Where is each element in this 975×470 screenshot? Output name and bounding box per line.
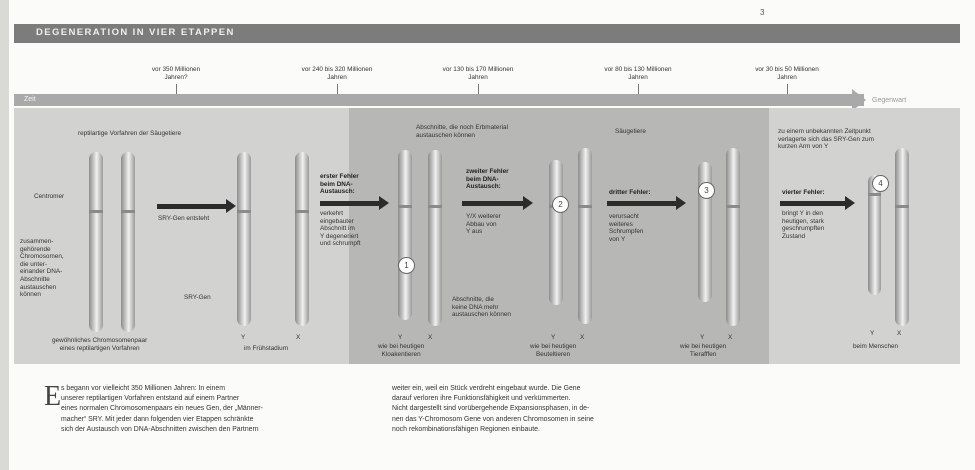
label-y: Y [241,334,245,342]
timeline-end-label: Gegenwart [872,97,906,104]
centromere-mark [578,205,592,208]
error-4-title: vierter Fehler: [782,189,825,197]
chromosome-stage1-x [428,150,442,326]
chromosome-pair-label: zusammen- gehörende Chromosomen, die unt… [20,238,64,299]
centromere-mark [726,205,740,208]
timeline-start-label: Zeit [24,96,36,103]
label-x: X [580,334,584,342]
mammals-label: Säugetiere [615,128,646,136]
timeline-bar [14,94,864,106]
era-tick [787,84,788,94]
error-2-caption: wie bei heutigen Beuteltieren [530,343,576,358]
centromere-mark [428,205,442,208]
label-x: X [728,334,732,342]
error-3-title: dritter Fehler: [609,189,651,197]
scan-edge [0,0,9,470]
label-y: Y [398,334,402,342]
drop-cap: E [44,383,61,411]
centromere-mark [121,210,135,213]
chromosome-stage2-x [578,148,592,324]
error-4-description: bringt Y in den heutigen, stark geschrum… [782,210,824,240]
error-3-marker: 3 [698,182,715,199]
stage-arrow-0 [157,204,227,209]
reptile-heading: reptilartige Vorfahren der Säugetiere [78,130,181,138]
centromere-mark [868,193,881,196]
error-4-marker: 4 [872,175,889,192]
error-1-marker: 1 [398,257,415,274]
label-x: X [296,334,300,342]
centromere-mark [398,205,412,208]
page-number: 3 [760,8,764,17]
chromosome-early-y [237,152,251,326]
centromere-mark [89,210,103,213]
label-y: Y [700,334,704,342]
label-x: X [428,334,432,342]
chromosome-stage1-y [398,150,412,320]
chromosome-human-x [895,148,909,326]
sry-relocated-label: zu einem unbekannten Zeitpunkt verlagert… [778,128,874,151]
early-stage-caption: im Frühstadium [244,345,288,353]
error-1-description: verkehrt eingebauter Abschnitt im Y dege… [320,210,361,248]
chromosome-ancestor-2 [121,152,135,332]
exchange-possible-label: Abschnitte, die noch Erbmaterial austaus… [416,124,508,139]
error-4-caption: beim Menschen [853,343,898,351]
ancestor-pair-caption: gewöhnliches Chromosomenpaar eines repti… [52,337,147,352]
sry-arises-label: SRY-Gen entsteht [158,215,209,223]
error-2-title: zweiter Fehler beim DNA- Austausch: [466,168,509,191]
error-2-marker: 2 [552,196,569,213]
era-tick [638,84,639,94]
stage-arrow-3 [607,201,677,206]
page-title: DEGENERATION IN VIER ETAPPEN [36,27,235,38]
chromosome-stage2-y [549,160,563,305]
label-y: Y [870,330,874,338]
label-y: Y [551,334,555,342]
no-exchange-label: Abschnitte, die keine DNA mehr austausch… [452,296,511,319]
body-text-column-2: weiter ein, weil ein Stück verdreht eing… [392,384,722,435]
centromere-mark [237,210,251,213]
centromere-mark [895,205,909,208]
error-3-caption: wie bei heutigen Tierafffen [680,343,726,358]
chromosome-stage3-x [726,148,740,326]
chromosome-ancestor-1 [89,152,103,332]
error-1-caption: wie bei heutigen Kloakentieren [378,343,424,358]
era-label-1: vor 350 Millionen Jahren? [121,66,231,82]
stage-arrow-4 [780,201,846,206]
sry-gene-label: SRY-Gen [184,294,211,302]
error-2-description: Y/X weiterer Abbau von Y aus [466,213,501,236]
era-label-3: vor 130 bis 170 Millionen Jahren [423,66,533,82]
centromere-label: Centromer [34,193,64,201]
era-tick [176,84,177,94]
era-label-5: vor 30 bis 50 Millionen Jahren [732,66,842,82]
body-text-column-1: s begann vor vielleicht 350 Millionen Ja… [61,384,381,435]
era-label-2: vor 240 bis 320 Millionen Jahren [282,66,392,82]
stage-arrow-2 [462,201,524,206]
era-tick [337,84,338,94]
centromere-mark [295,210,309,213]
label-x: X [897,330,901,338]
stage-arrow-1 [320,201,380,206]
era-tick [478,84,479,94]
chromosome-early-x [295,152,309,326]
error-3-description: verursacht weiteres Schrumpfen von Y [609,213,643,243]
title-bar: DEGENERATION IN VIER ETAPPEN [14,24,960,43]
error-1-title: erster Fehler beim DNA- Austausch: [320,173,359,196]
era-label-4: vor 80 bis 130 Millionen Jahren [583,66,693,82]
